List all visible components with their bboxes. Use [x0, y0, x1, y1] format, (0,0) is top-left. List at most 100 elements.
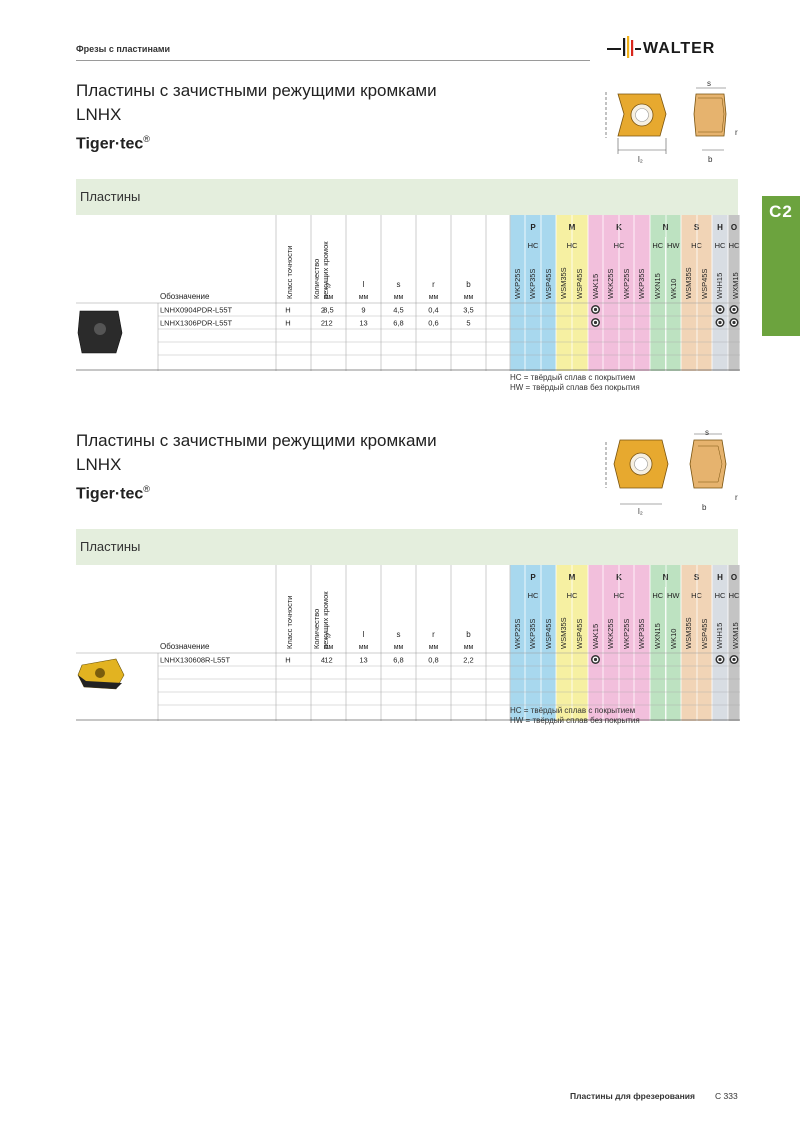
recommended-icon-dot	[593, 307, 598, 312]
dim-value-s: 6,8	[393, 656, 403, 665]
chapter-tab-label: C2	[769, 202, 793, 221]
material-letter: H	[717, 573, 723, 582]
footer-label: Пластины для фрезерования	[570, 1091, 695, 1101]
grade-name: WSP45S	[700, 619, 709, 649]
class-header: Класс точности	[285, 246, 294, 299]
section2-title-line2: LNHX	[76, 455, 122, 474]
dim-l2: l₂	[638, 155, 643, 164]
material-group-O	[728, 215, 740, 371]
grade-name: WXN15	[653, 273, 662, 299]
grade-name: WSP45S	[544, 619, 553, 649]
dim-l2: l₂	[638, 507, 643, 516]
dim-header-1: l	[363, 630, 365, 639]
class-value: H	[285, 656, 290, 665]
unit: мм	[429, 294, 439, 301]
insert-hole	[95, 668, 105, 678]
material-group-H	[712, 565, 728, 721]
insert-code: LNHX1306PDR-L55T	[160, 319, 233, 328]
note-hw: HW = твёрдый сплав без покрытия	[510, 716, 640, 725]
material-group-S	[681, 565, 712, 721]
material-type: HC	[729, 241, 740, 250]
section2-drawing: l₂ s r b	[605, 428, 738, 516]
grade-name: WKK25S	[606, 619, 615, 649]
dim-value-b: 5	[466, 319, 470, 328]
section2-title: Пластины с зачистными режущими кромками …	[76, 429, 437, 477]
recommended-icon-dot	[732, 307, 736, 312]
section1-table: PHCMHCKHCNHCHWSHCHHCOHCWKP25SWKP35SWSP45…	[76, 215, 740, 371]
class-header: Класс точности	[285, 596, 294, 649]
dim-header-0: l₂	[326, 630, 331, 639]
dim-value-l: 13	[359, 656, 367, 665]
section1-band: Пластины	[76, 179, 738, 215]
unit: мм	[359, 644, 369, 651]
section2-notes: HC = твёрдый сплав с покрытием HW = твёр…	[510, 706, 640, 726]
material-letter: H	[717, 223, 723, 232]
unit: мм	[464, 644, 474, 651]
walter-logo: WALTER	[607, 36, 714, 58]
material-type: HC	[729, 591, 740, 600]
section1-notes: HC = твёрдый сплав с покрытием HW = твёр…	[510, 373, 640, 393]
grade-name: WKP25S	[622, 619, 631, 649]
edges-value: 4	[321, 656, 325, 665]
note-hw: HW = твёрдый сплав без покрытия	[510, 383, 640, 392]
material-group-O	[728, 565, 740, 721]
unit: мм	[324, 294, 334, 301]
material-type: HC	[715, 591, 726, 600]
note-hc: HC = твёрдый сплав с покрытием	[510, 373, 636, 382]
dim-b: b	[708, 155, 713, 164]
section2-brand: Tiger·tec®	[76, 484, 150, 503]
grade-name: WK10	[669, 629, 678, 649]
grade-name: WXM15	[731, 622, 740, 649]
section1-title-line2: LNHX	[76, 105, 122, 124]
recommended-icon-dot	[732, 657, 736, 662]
grade-name: WKP35S	[528, 269, 537, 299]
material-group-P	[510, 565, 556, 721]
grade-name: WK10	[669, 279, 678, 299]
dim-value-l: 13	[359, 319, 367, 328]
dim-header-3: r	[432, 630, 435, 639]
dim-value-r: 0,6	[428, 319, 438, 328]
material-group-H	[712, 215, 728, 371]
insert-photo-shade	[78, 675, 122, 689]
section1-title: Пластины с зачистными режущими кромками …	[76, 79, 437, 127]
recommended-icon-dot	[593, 320, 598, 325]
dim-value-r: 0,8	[428, 656, 438, 665]
dim-value-b: 2,2	[463, 656, 473, 665]
material-group-S	[681, 215, 712, 371]
edges-value: 2	[321, 306, 325, 315]
grade-name: WKP25S	[513, 619, 522, 649]
dim-header-3: r	[432, 280, 435, 289]
grade-name: WAK15	[591, 274, 600, 299]
chapter-tab[interactable]: C2	[762, 196, 800, 336]
dim-value-l: 9	[361, 306, 365, 315]
insert-code: LNHX0904PDR-L55T	[160, 306, 233, 315]
material-letter: P	[530, 223, 536, 232]
dim-s: s	[707, 79, 711, 88]
grade-name: WKP25S	[513, 269, 522, 299]
designation-header: Обозначение	[160, 642, 210, 651]
dim-header-4: b	[466, 630, 471, 639]
dim-r: r	[735, 128, 738, 137]
section-header: Фрезы с пластинами	[76, 44, 171, 54]
unit: мм	[464, 294, 474, 301]
unit: мм	[324, 644, 334, 651]
dim-header-1: l	[363, 280, 365, 289]
dim-value-s: 4,5	[393, 306, 403, 315]
grade-name: WHH15	[715, 623, 724, 649]
unit: мм	[359, 294, 369, 301]
dim-r: r	[735, 493, 738, 502]
material-type: HC	[528, 241, 539, 250]
page-number: С 333	[715, 1091, 738, 1101]
edges-header: Количество	[312, 259, 321, 299]
edges-value: 2	[321, 319, 325, 328]
grade-name: WHH15	[715, 273, 724, 299]
section1-brand: Tiger·tec®	[76, 134, 150, 153]
dim-value-b: 3,5	[463, 306, 473, 315]
edges-header: режущих кромок	[321, 241, 330, 299]
material-type: HW	[667, 241, 680, 250]
material-type: HC	[528, 591, 539, 600]
class-value: H	[285, 306, 290, 315]
unit: мм	[394, 644, 404, 651]
dim-s: s	[705, 428, 709, 437]
insert-hole	[94, 323, 106, 335]
